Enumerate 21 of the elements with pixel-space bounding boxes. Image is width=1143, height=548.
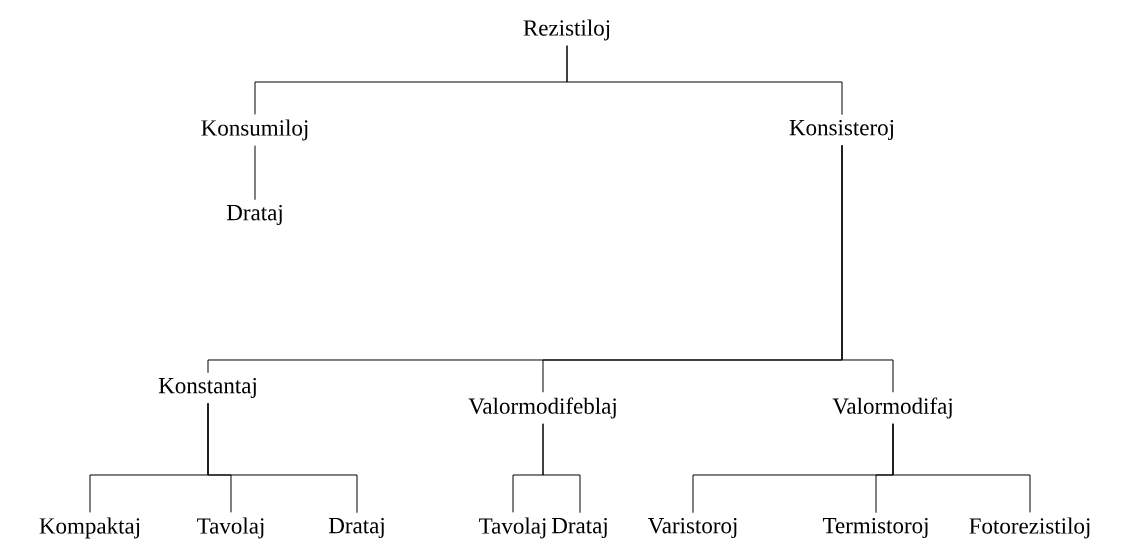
connector-line	[542, 423, 581, 514]
node-label: Kompaktaj	[39, 517, 140, 539]
node-label: Drataj	[551, 517, 607, 539]
node-label: Konsumiloj	[201, 119, 308, 141]
node-label: Drataj	[328, 517, 384, 539]
node-label: Konsisteroj	[789, 119, 894, 141]
node-label: Drataj	[226, 204, 282, 226]
node-label: Termistoroj	[822, 517, 928, 539]
connector-line	[566, 45, 843, 116]
node-label: Fotorezistiloj	[969, 517, 1090, 539]
node-label: Rezistiloj	[523, 19, 610, 41]
node-label: Valormodifeblaj	[468, 397, 616, 419]
connector-line	[841, 144, 894, 393]
connector-line	[892, 423, 1031, 513]
connector-line	[207, 402, 358, 514]
node-label: Varistoroj	[647, 517, 737, 539]
node-label: Tavolaj	[197, 517, 264, 539]
node-label: Valormodifaj	[832, 397, 952, 419]
connector-line	[254, 145, 256, 201]
node-label: Tavolaj	[479, 517, 546, 539]
node-label: Konstantaj	[158, 377, 256, 399]
